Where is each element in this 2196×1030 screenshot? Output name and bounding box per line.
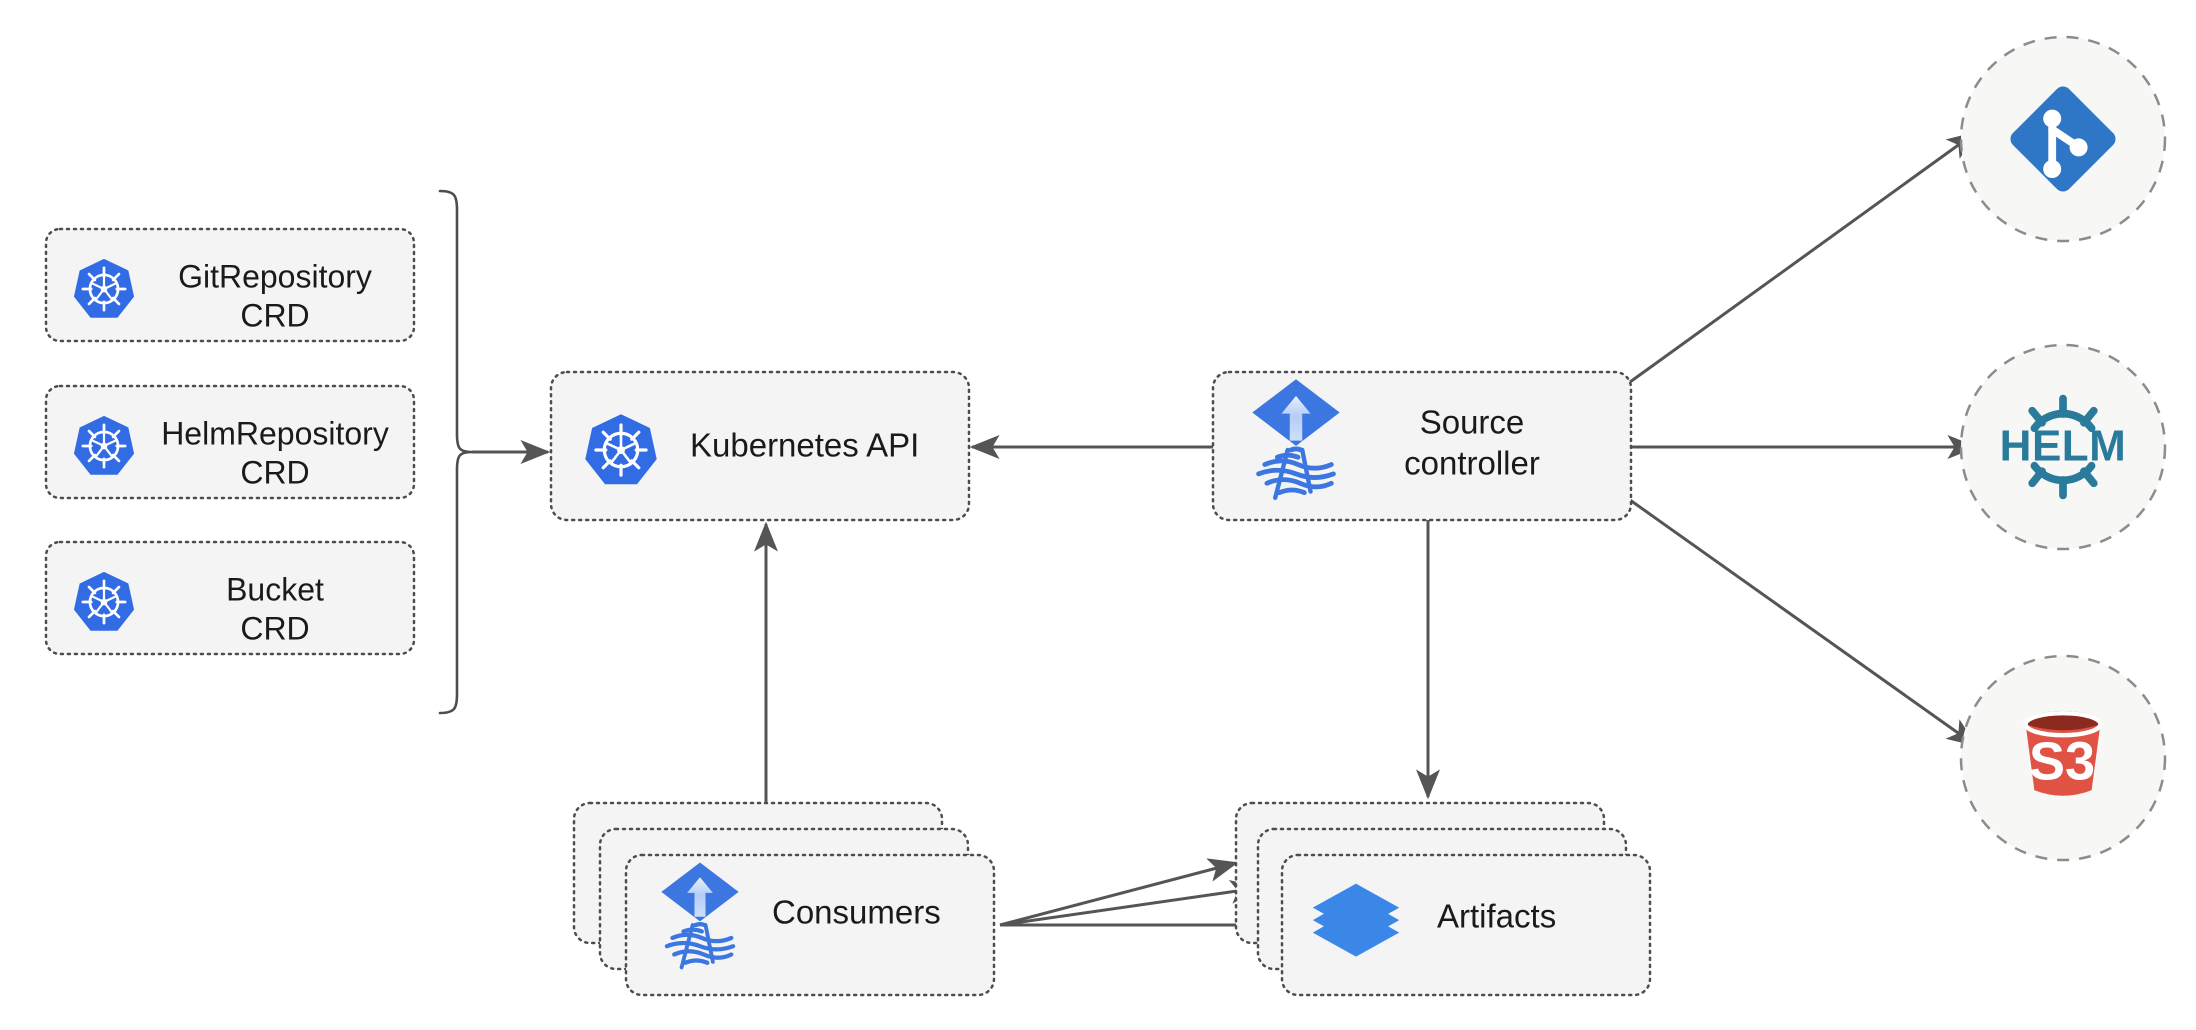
node-source-controller[interactable]: Source controller <box>1211 370 1633 522</box>
crd-card-gitrepository[interactable]: GitRepository CRD <box>44 227 416 343</box>
consumers-label: Consumers <box>772 894 941 931</box>
crd-label-line2: CRD <box>240 297 309 333</box>
node-artifacts[interactable]: Artifacts <box>1234 801 1652 997</box>
kubernetes-api-label: Kubernetes API <box>690 427 919 464</box>
edge-consumers-to-artifacts-mid <box>999 880 1261 927</box>
s3-label: S3 <box>2029 731 2095 791</box>
crd-label-line2: CRD <box>240 610 309 646</box>
node-kubernetes-api[interactable]: Kubernetes API <box>549 370 971 522</box>
source-controller-label-line2: controller <box>1404 445 1540 482</box>
crd-group-brace <box>438 189 474 715</box>
external-source-git[interactable] <box>1959 35 2167 243</box>
external-source-s3[interactable]: S3 <box>1959 654 2167 862</box>
crd-label-line1: GitRepository <box>178 258 372 294</box>
helm-label: HELM <box>2000 422 2127 471</box>
crd-label-line1: Bucket <box>226 571 324 607</box>
edge-source-controller-to-git <box>1629 131 1977 384</box>
external-source-helm[interactable]: HELM <box>1959 343 2167 551</box>
crd-card-helmrepository[interactable]: HelmRepository CRD <box>44 384 416 500</box>
edge-consumers-to-artifacts-top <box>999 858 1239 927</box>
source-controller-label-line1: Source <box>1420 404 1525 441</box>
crd-label-line2: CRD <box>240 454 309 490</box>
crd-label-line1: HelmRepository <box>161 415 389 451</box>
edge-source-controller-to-s3 <box>1629 498 1977 747</box>
node-consumers[interactable]: Consumers <box>572 801 996 997</box>
crd-card-bucket[interactable]: Bucket CRD <box>44 540 416 656</box>
artifacts-label: Artifacts <box>1437 898 1556 935</box>
